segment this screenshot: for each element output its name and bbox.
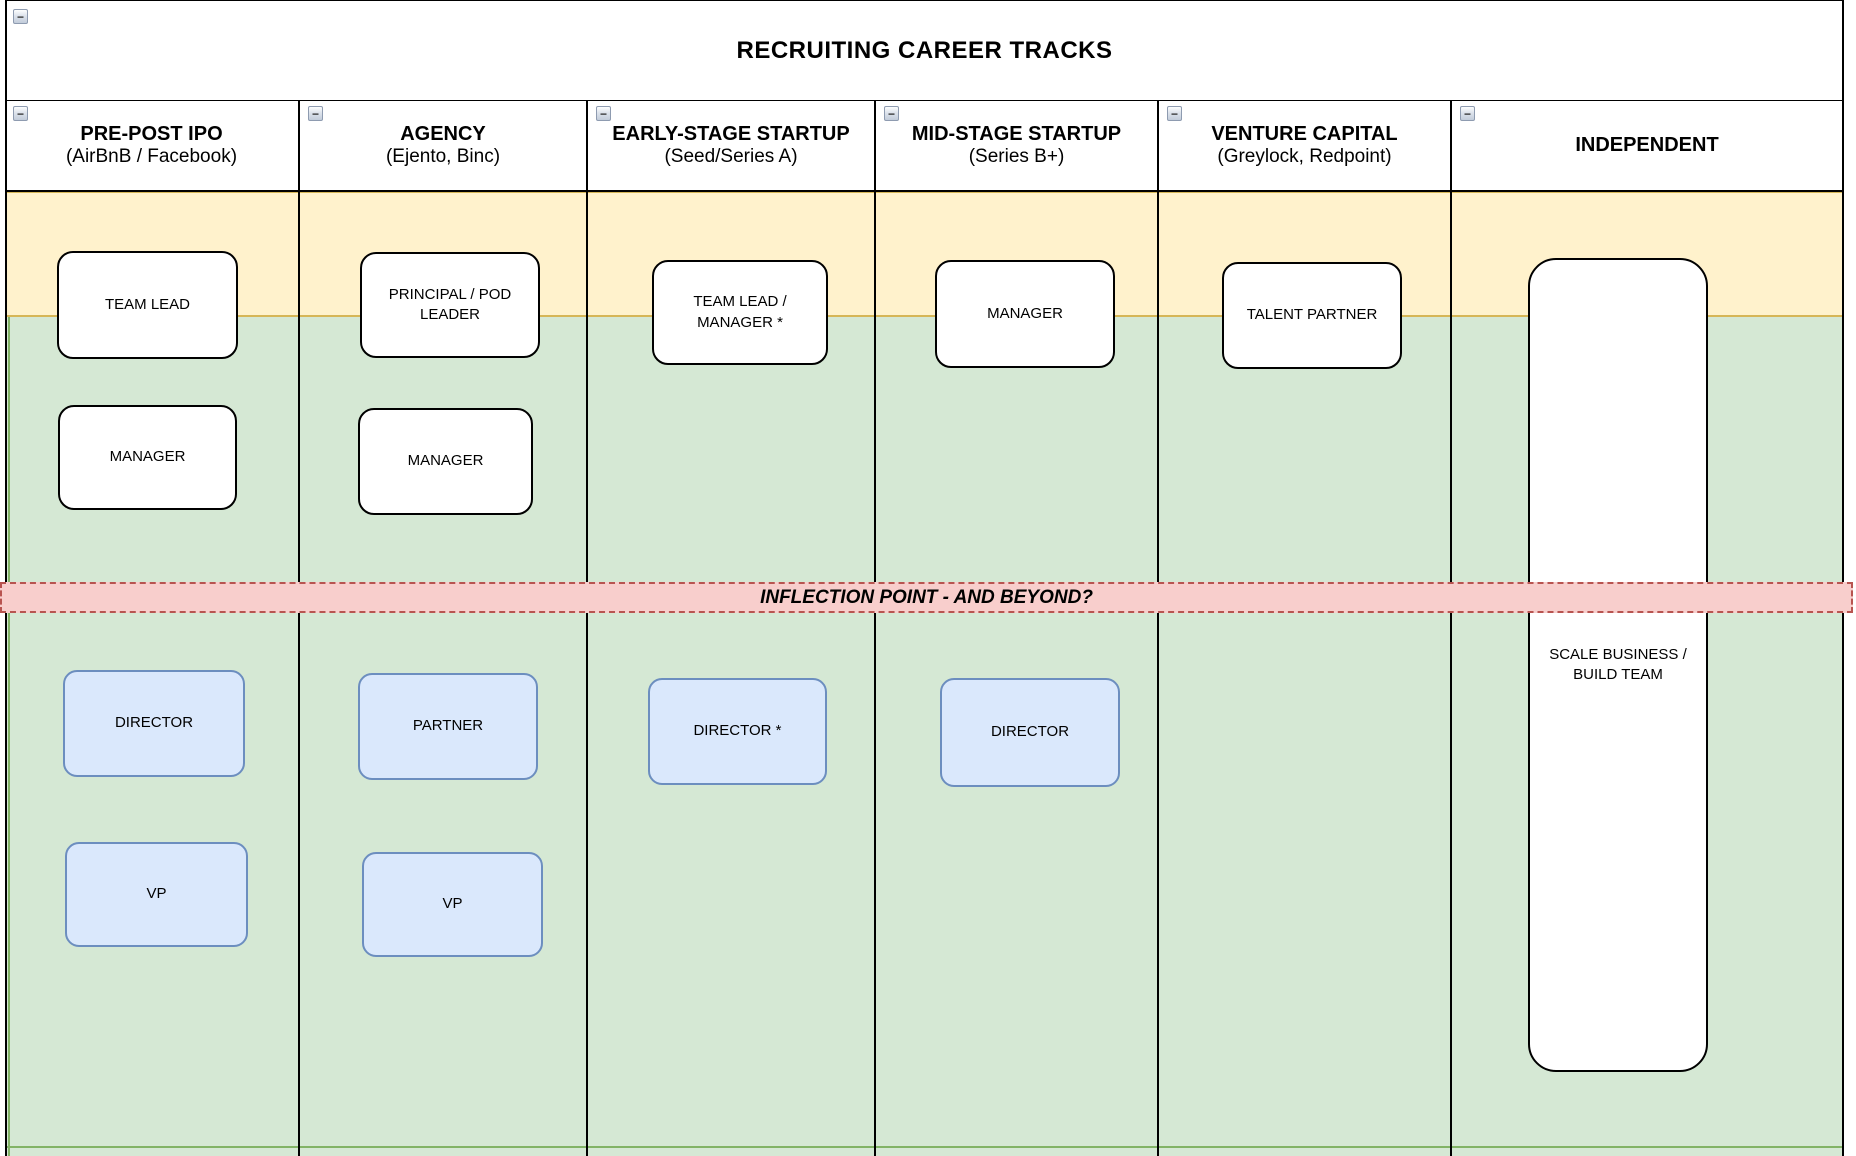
column-pre-post-ipo: − PRE-POST IPO (AirBnB / Facebook) (5, 101, 300, 1156)
role-box-team-lead[interactable]: TEAM LEAD (57, 251, 238, 359)
role-box-vp-agency[interactable]: VP (362, 852, 543, 957)
role-box-director-early-stage[interactable]: DIRECTOR * (648, 678, 827, 785)
column-title: VENTURE CAPITAL (1211, 123, 1398, 146)
column-title: AGENCY (400, 123, 486, 146)
column-early-stage-startup: − EARLY-STAGE STARTUP (Seed/Series A) (588, 101, 876, 1156)
role-box-partner-agency[interactable]: PARTNER (358, 673, 538, 780)
column-title: EARLY-STAGE STARTUP (612, 123, 850, 146)
role-box-director-ipo[interactable]: DIRECTOR (63, 670, 245, 777)
column-subtitle: (Series B+) (968, 146, 1065, 168)
role-box-vp-ipo[interactable]: VP (65, 842, 248, 947)
swimlane-columns: − PRE-POST IPO (AirBnB / Facebook) − AGE… (5, 101, 1844, 1156)
role-box-principal-pod-leader[interactable]: PRINCIPAL / POD LEADER (360, 252, 540, 358)
column-mid-stage-startup: − MID-STAGE STARTUP (Series B+) (876, 101, 1159, 1156)
column-header-independent[interactable]: − INDEPENDENT (1452, 101, 1842, 192)
column-header-venture-capital[interactable]: − VENTURE CAPITAL (Greylock, Redpoint) (1159, 101, 1450, 192)
diagram-left-border (5, 0, 7, 1156)
lower-band-left-border (8, 317, 10, 1156)
role-box-manager-ipo[interactable]: MANAGER (58, 405, 237, 510)
column-title: MID-STAGE STARTUP (911, 123, 1122, 146)
column-agency: − AGENCY (Ejento, Binc) (300, 101, 588, 1156)
column-venture-capital: − VENTURE CAPITAL (Greylock, Redpoint) (1159, 101, 1452, 1156)
column-header-mid-stage-startup[interactable]: − MID-STAGE STARTUP (Series B+) (876, 101, 1157, 192)
diagram-title: RECRUITING CAREER TRACKS (736, 36, 1113, 64)
column-subtitle: (Ejento, Binc) (385, 146, 501, 168)
role-box-talent-partner[interactable]: TALENT PARTNER (1222, 262, 1402, 369)
lower-band-bottom-border (5, 1146, 1844, 1148)
column-header-agency[interactable]: − AGENCY (Ejento, Binc) (300, 101, 586, 192)
collapse-column-icon[interactable]: − (1460, 106, 1475, 121)
collapse-diagram-icon[interactable]: − (13, 9, 28, 24)
column-title: PRE-POST IPO (80, 123, 223, 146)
role-box-scale-business-build-team[interactable]: SCALE BUSINESS / BUILD TEAM (1528, 258, 1708, 1072)
diagram-title-row: − RECRUITING CAREER TRACKS (5, 0, 1844, 101)
column-title: INDEPENDENT (1575, 133, 1719, 156)
column-header-early-stage-startup[interactable]: − EARLY-STAGE STARTUP (Seed/Series A) (588, 101, 874, 192)
role-box-manager-agency[interactable]: MANAGER (358, 408, 533, 515)
collapse-column-icon[interactable]: − (308, 106, 323, 121)
column-subtitle: (AirBnB / Facebook) (65, 146, 238, 168)
column-header-pre-post-ipo[interactable]: − PRE-POST IPO (AirBnB / Facebook) (5, 101, 298, 192)
collapse-column-icon[interactable]: − (596, 106, 611, 121)
collapse-column-icon[interactable]: − (1167, 106, 1182, 121)
role-box-team-lead-manager[interactable]: TEAM LEAD / MANAGER * (652, 260, 828, 365)
role-box-manager-mid-stage[interactable]: MANAGER (935, 260, 1115, 368)
column-subtitle: (Greylock, Redpoint) (1217, 146, 1392, 168)
inflection-point-label: INFLECTION POINT - AND BEYOND? (760, 586, 1093, 608)
inflection-point-band[interactable]: INFLECTION POINT - AND BEYOND? (0, 582, 1853, 613)
role-box-director-mid-stage[interactable]: DIRECTOR (940, 678, 1120, 787)
collapse-column-icon[interactable]: − (884, 106, 899, 121)
column-subtitle: (Seed/Series A) (664, 146, 798, 168)
diagram-right-border (1842, 0, 1844, 1156)
collapse-column-icon[interactable]: − (13, 106, 28, 121)
